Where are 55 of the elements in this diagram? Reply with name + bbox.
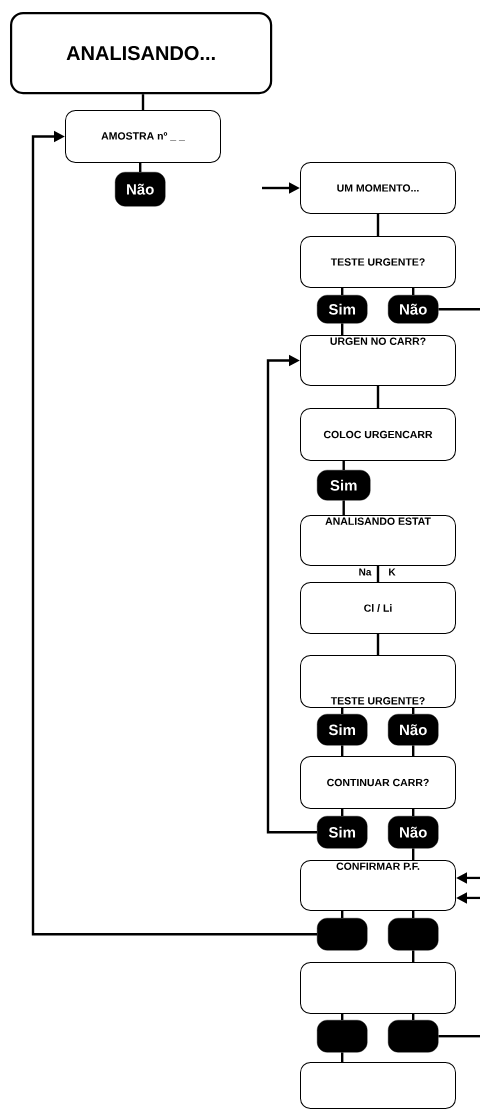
display-box: ANALISANDO ESTAT [300, 515, 456, 566]
display-box: TESTE URGENTE? [300, 655, 456, 708]
display-box: URGEN NO CARR? [300, 335, 456, 386]
display-box [300, 1062, 456, 1109]
connector-line [438, 1035, 480, 1038]
connector-line [376, 566, 380, 582]
connector-line [341, 745, 344, 756]
key-button [317, 918, 368, 951]
display-box [300, 962, 456, 1014]
key-button: Não [388, 714, 439, 746]
connector-line [376, 214, 380, 236]
key-button: Sim [317, 816, 368, 849]
connector-line [412, 848, 415, 860]
key-button: Não [115, 172, 166, 207]
connector-line [139, 163, 142, 172]
key-button: Não [388, 295, 439, 324]
connector-line [342, 461, 345, 470]
key-button [317, 1020, 368, 1053]
connector-line [141, 94, 145, 110]
connector-line [341, 809, 344, 816]
display-box: TESTE URGENTE? [300, 236, 456, 288]
connector-line [341, 323, 344, 335]
key-button: Sim [317, 295, 368, 324]
display-box: CONFIRMAR P.F. [300, 860, 456, 911]
key-button: Sim [317, 714, 368, 746]
connector-line [412, 708, 415, 714]
connector-line [341, 1014, 344, 1020]
connector-line [412, 911, 415, 918]
display-box: AMOSTRA nº _ _ [65, 110, 221, 163]
connector-line [341, 708, 344, 714]
connector-line [342, 500, 345, 515]
key-button [388, 918, 439, 951]
connector-line [341, 911, 344, 918]
connector-line [412, 950, 415, 962]
key-button: Sim [317, 470, 371, 501]
display-box: Cl / Li [300, 582, 456, 634]
display-box: UM MOMENTO... [300, 162, 456, 214]
arrow [266, 354, 317, 834]
display-box: COLOC URGENCARR [300, 408, 456, 461]
arrow [31, 130, 317, 936]
connector-line [412, 809, 415, 816]
key-button: Não [388, 816, 439, 849]
ion-label: Na [359, 568, 372, 576]
connector-line [376, 634, 380, 655]
display-box: CONTINUAR CARR? [300, 756, 456, 809]
connector-line [412, 288, 415, 295]
ion-label: K [389, 568, 396, 576]
connector-line [376, 386, 380, 408]
connector-line [438, 308, 480, 311]
connector-line [341, 1052, 344, 1062]
connector-line [341, 288, 344, 295]
connector-line [412, 745, 415, 756]
key-button [388, 1020, 439, 1053]
connector-line [412, 1014, 415, 1020]
title-box: ANALISANDO... [10, 12, 273, 95]
